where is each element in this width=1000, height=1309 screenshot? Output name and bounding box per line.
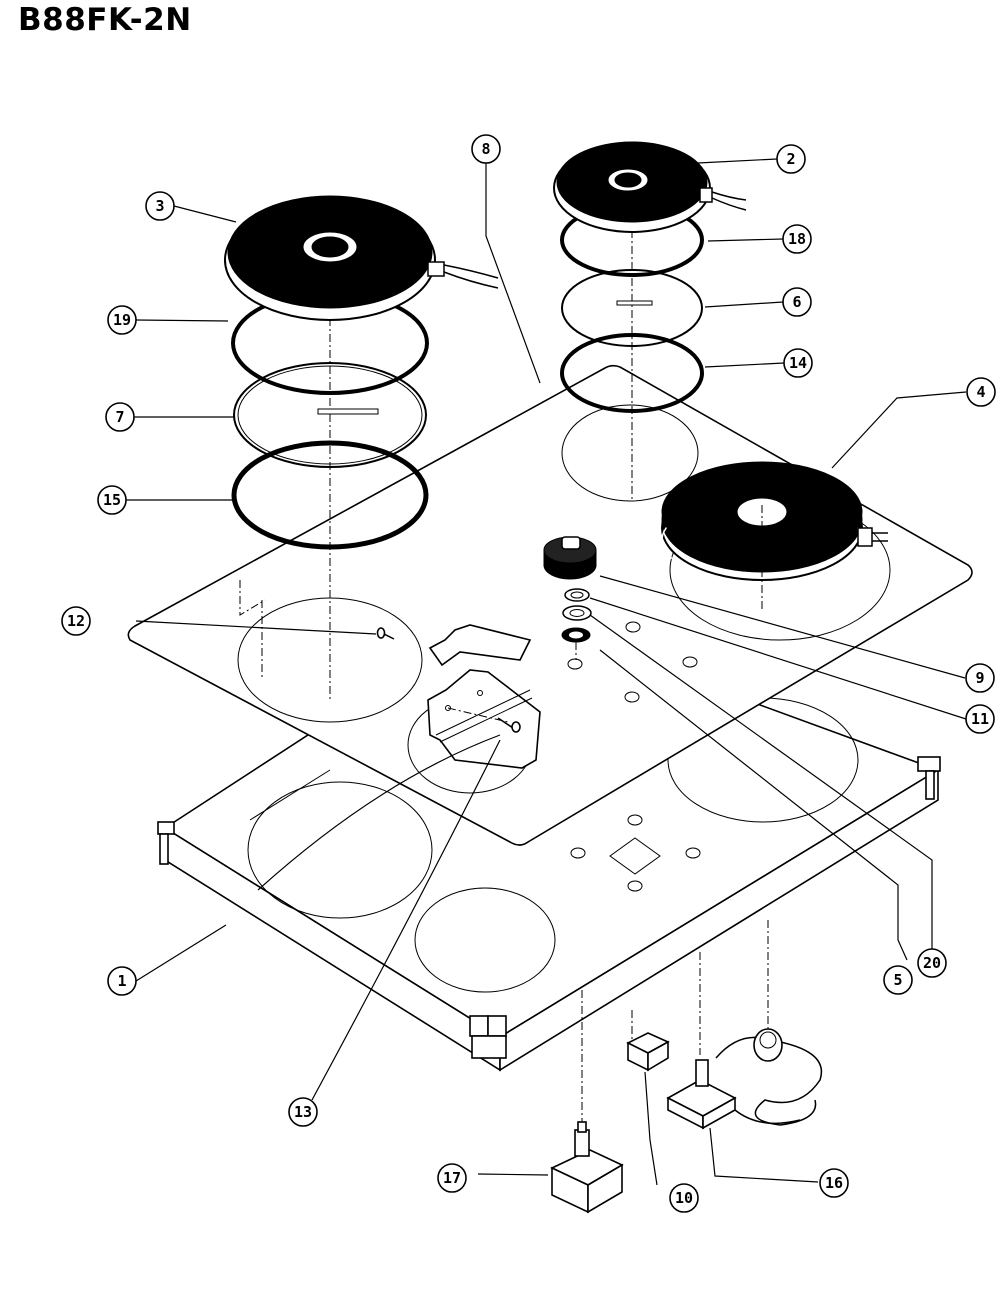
callout-16[interactable]: 16 <box>819 1168 849 1198</box>
callout-label: 8 <box>481 140 490 158</box>
callout-15[interactable]: 15 <box>97 485 127 515</box>
right-element <box>661 461 888 612</box>
callout-label: 4 <box>976 383 985 401</box>
callout-4[interactable]: 4 <box>966 377 996 407</box>
callout-label: 2 <box>786 150 795 168</box>
callout-label: 16 <box>825 1174 843 1192</box>
callout-label: 7 <box>115 408 124 426</box>
callout-label: 9 <box>975 669 984 687</box>
callout-label: 15 <box>103 491 121 509</box>
callout-label: 14 <box>789 354 807 372</box>
leader-lines <box>126 158 967 1186</box>
leader-13 <box>311 739 501 1101</box>
callout-label: 20 <box>923 954 941 972</box>
bracket <box>427 624 541 769</box>
controls <box>550 920 823 1214</box>
callout-label: 12 <box>67 612 85 630</box>
callout-label: 1 <box>117 972 126 990</box>
callout-label: 11 <box>971 710 989 728</box>
callout-5[interactable]: 5 <box>883 965 913 995</box>
callout-label: 5 <box>893 971 902 989</box>
left-element-stack <box>224 195 499 700</box>
callout-label: 3 <box>155 197 164 215</box>
callout-label: 18 <box>788 230 806 248</box>
knob-hardware <box>543 536 597 660</box>
callout-2[interactable]: 2 <box>776 144 806 174</box>
callout-10[interactable]: 10 <box>669 1183 699 1213</box>
callout-label: 17 <box>443 1169 461 1187</box>
rear-element-stack <box>553 141 747 500</box>
callout-8[interactable]: 8 <box>471 134 501 164</box>
callout-11[interactable]: 11 <box>965 704 995 734</box>
callout-17[interactable]: 17 <box>437 1163 467 1193</box>
callout-6[interactable]: 6 <box>782 287 812 317</box>
callout-label: 19 <box>113 311 131 329</box>
callout-9[interactable]: 9 <box>965 663 995 693</box>
callout-18[interactable]: 18 <box>782 224 812 254</box>
screw-12 <box>376 627 395 640</box>
callout-12[interactable]: 12 <box>61 606 91 636</box>
model-number-title: B88FK-2N <box>18 2 192 38</box>
callout-label: 13 <box>294 1103 312 1121</box>
callout-13[interactable]: 13 <box>288 1097 318 1127</box>
callout-1[interactable]: 1 <box>107 966 137 996</box>
callout-7[interactable]: 7 <box>105 402 135 432</box>
callout-label: 6 <box>792 293 801 311</box>
callout-3[interactable]: 3 <box>145 191 175 221</box>
callout-19[interactable]: 19 <box>107 305 137 335</box>
callout-14[interactable]: 14 <box>783 348 813 378</box>
callout-label: 10 <box>675 1189 693 1207</box>
callout-20[interactable]: 20 <box>917 948 947 978</box>
